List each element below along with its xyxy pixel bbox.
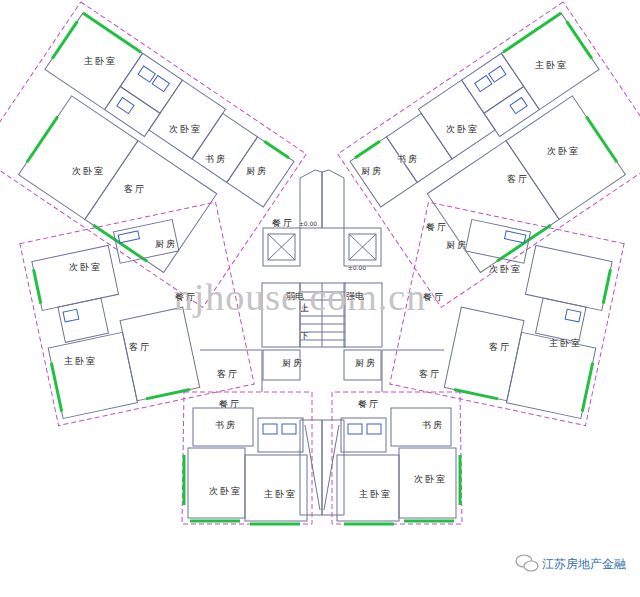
room-label: 客厅 bbox=[419, 370, 441, 380]
wechat-icon bbox=[516, 555, 538, 571]
dimension-label: ±0.00 bbox=[348, 265, 366, 272]
right-half bbox=[322, 2, 640, 524]
room-label: 餐厅 bbox=[423, 293, 445, 303]
logo-text: 江苏房地产金融 bbox=[542, 558, 626, 571]
room-label: 客厅 bbox=[507, 175, 529, 185]
room-label: 主卧室 bbox=[84, 57, 117, 67]
dimension-label: ±0.00 bbox=[299, 221, 317, 228]
room-label: 客厅 bbox=[124, 185, 146, 195]
room-label: 主卧室 bbox=[359, 490, 392, 500]
room-label: 主卧室 bbox=[264, 490, 297, 500]
room-label: 次卧室 bbox=[69, 263, 102, 273]
room-label: 厨房 bbox=[355, 359, 377, 369]
room-label: 次卧室 bbox=[446, 125, 479, 135]
room-label: 餐厅 bbox=[426, 223, 448, 233]
room-label: 次卧室 bbox=[414, 475, 447, 485]
room-label: 餐厅 bbox=[272, 219, 294, 229]
room-label: 客厅 bbox=[217, 370, 239, 380]
room-label: 次卧室 bbox=[169, 125, 202, 135]
room-label: 厨房 bbox=[361, 167, 383, 177]
room-label: 餐厅 bbox=[358, 400, 380, 410]
room-label: 次卧室 bbox=[547, 147, 580, 157]
room-label: 书房 bbox=[205, 155, 227, 165]
room-label: 餐厅 bbox=[175, 293, 197, 303]
room-label: 主卧室 bbox=[535, 61, 568, 71]
room-label: 主卧室 bbox=[549, 339, 582, 349]
core-label: 下 bbox=[300, 332, 309, 342]
room-label: 书房 bbox=[215, 421, 237, 431]
room-label: 餐厅 bbox=[219, 400, 241, 410]
room-label: 次卧室 bbox=[72, 167, 105, 177]
room-label: 客厅 bbox=[489, 343, 511, 353]
left-half bbox=[0, 2, 322, 524]
room-label: 次卧室 bbox=[209, 487, 242, 497]
room-label: 厨房 bbox=[155, 240, 177, 250]
core-label: 弱电 bbox=[286, 292, 304, 302]
core-label: 上 bbox=[300, 304, 309, 314]
room-label: 主卧室 bbox=[64, 357, 97, 367]
room-label: 厨房 bbox=[446, 241, 468, 251]
room-label: 书房 bbox=[397, 155, 419, 165]
room-label: 厨房 bbox=[282, 359, 304, 369]
room-label: 厨房 bbox=[246, 167, 268, 177]
core-label: 强电 bbox=[346, 292, 364, 302]
room-label: 书房 bbox=[422, 421, 444, 431]
room-label: 客厅 bbox=[129, 343, 151, 353]
room-label: 次卧室 bbox=[489, 265, 522, 275]
